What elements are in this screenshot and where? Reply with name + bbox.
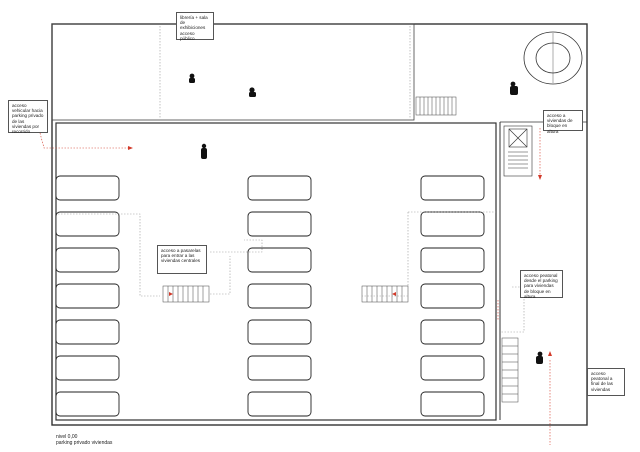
parking-space xyxy=(420,355,485,381)
parking-space xyxy=(420,283,485,309)
parking-space xyxy=(247,283,312,309)
parking-space xyxy=(420,175,485,201)
note-pedestrian-final: acceso peatonal a final de las viviendas xyxy=(587,368,625,396)
circulation-paths xyxy=(39,26,551,445)
note-library: librería + sala de exhibiciones acceso p… xyxy=(176,12,214,41)
parking-space xyxy=(420,211,485,237)
stair-lower-right xyxy=(501,337,519,403)
note-vehicle-access: acceso vehicular hacia parking privado d… xyxy=(8,100,48,134)
parking-space xyxy=(55,211,120,237)
note-passage-access: acceso a pasarelas para entrar a las viv… xyxy=(157,245,207,274)
parking-space xyxy=(247,319,312,345)
caption-level: nivel 0,00 xyxy=(56,434,78,440)
upper-zone xyxy=(51,23,415,121)
parking-space xyxy=(247,247,312,273)
parking-space xyxy=(247,175,312,201)
access-arrows xyxy=(128,146,552,356)
parking-space xyxy=(55,175,120,201)
note-pedestrian-parking: acceso peatonal desde el parking para vi… xyxy=(520,270,563,299)
outer-wall xyxy=(51,23,588,426)
elevator-core xyxy=(503,125,533,177)
parking-space xyxy=(247,391,312,417)
parking-space xyxy=(420,319,485,345)
parking-spaces xyxy=(55,175,485,417)
ramp-right xyxy=(361,285,409,303)
upper-stair xyxy=(415,96,457,116)
parking-space xyxy=(420,247,485,273)
note-block-access: acceso a viviendas de bloque en altura xyxy=(543,110,583,134)
parking-space xyxy=(55,283,120,309)
parking-space xyxy=(247,211,312,237)
parking-space xyxy=(55,355,120,381)
round-sculpture xyxy=(523,31,583,85)
plan-caption: nivel 0,00 parking privado viviendas xyxy=(56,434,112,446)
parking-space xyxy=(420,391,485,417)
people xyxy=(189,73,543,364)
parking-space xyxy=(55,247,120,273)
parking-space xyxy=(55,319,120,345)
caption-title: parking privado viviendas xyxy=(56,440,113,446)
parking-space xyxy=(55,391,120,417)
parking-hall xyxy=(55,122,497,421)
ramp-left xyxy=(162,285,210,303)
parking-space xyxy=(247,355,312,381)
